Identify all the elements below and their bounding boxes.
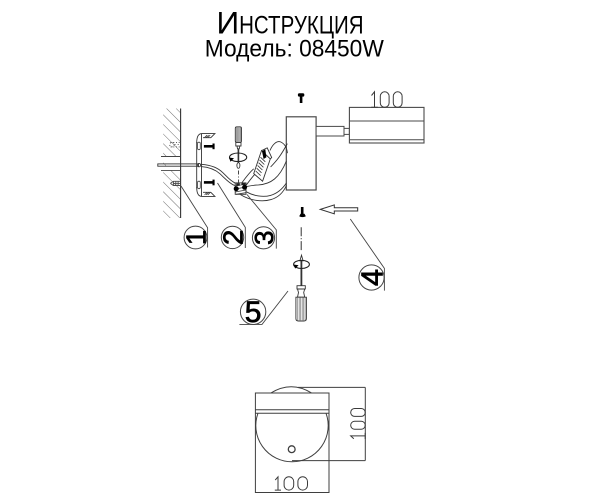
svg-text:4: 4 <box>355 269 390 286</box>
svg-text:5: 5 <box>245 296 262 329</box>
svg-text:И: И <box>217 4 240 40</box>
svg-text:НСТРУКЦИЯ: НСТРУКЦИЯ <box>239 11 364 39</box>
svg-text:1: 1 <box>180 230 211 245</box>
svg-text:Модель: 08450W: Модель: 08450W <box>205 36 384 63</box>
svg-text:3: 3 <box>249 231 279 245</box>
svg-text:2: 2 <box>217 230 248 245</box>
